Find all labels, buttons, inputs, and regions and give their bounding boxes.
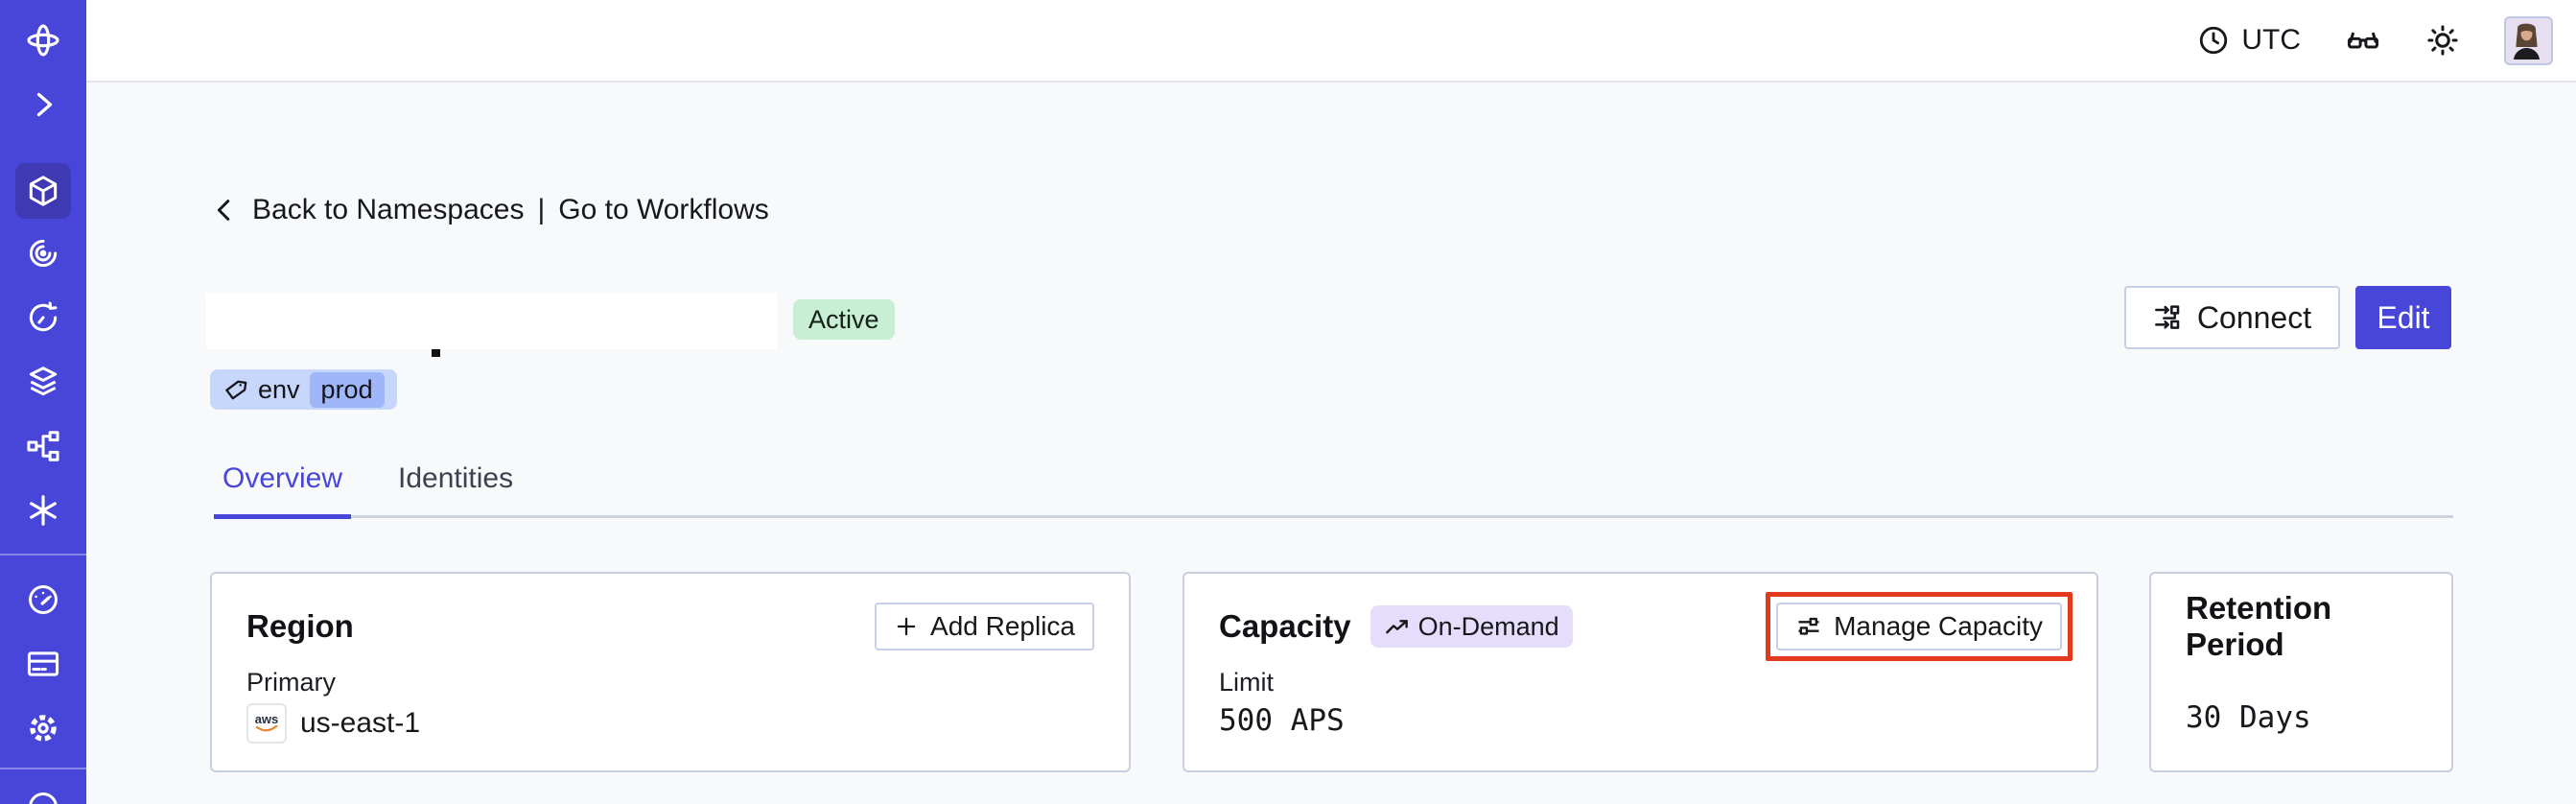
topbar: UTC <box>86 0 2576 83</box>
primary-label: Primary <box>246 668 336 697</box>
status-badge: Active <box>793 299 895 340</box>
retention-value: 30 Days <box>2186 700 2311 735</box>
sidebar-item-pipelines[interactable] <box>0 428 86 464</box>
sidebar <box>0 0 86 804</box>
tag-value: prod <box>309 371 385 408</box>
region-card: Region Add Replica Primary aws us-east-1 <box>210 572 1131 772</box>
back-to-namespaces-link[interactable]: Back to Namespaces <box>252 194 525 225</box>
region-card-title: Region <box>246 608 354 644</box>
add-replica-button[interactable]: Add Replica <box>875 603 1094 650</box>
redaction-artifact <box>432 349 440 357</box>
sidebar-divider <box>0 768 86 769</box>
sidebar-divider <box>0 554 86 556</box>
aws-logo: aws <box>246 703 287 744</box>
tab-identities[interactable]: Identities <box>398 462 514 494</box>
limit-label: Limit <box>1219 668 1275 697</box>
sidebar-item-nexus[interactable] <box>0 492 86 529</box>
red-highlight-annotation: Manage Capacity <box>1766 592 2073 661</box>
capacity-value: 500 APS <box>1219 703 1345 738</box>
sidebar-item-schedules[interactable] <box>0 299 86 336</box>
edit-button[interactable]: Edit <box>2355 286 2451 349</box>
capacity-card-title: Capacity <box>1219 608 1351 644</box>
namespace-tag-chip[interactable]: env prod <box>210 369 397 410</box>
expand-chevron-icon[interactable] <box>0 87 86 122</box>
sidebar-item-support[interactable] <box>0 789 86 804</box>
timezone-label: UTC <box>2241 24 2301 56</box>
redacted-namespace-title <box>206 294 777 349</box>
labs-glasses-icon[interactable] <box>2345 22 2381 59</box>
trending-up-icon <box>1384 614 1410 640</box>
ondemand-badge: On-Demand <box>1370 605 1573 648</box>
breadcrumb-divider: | <box>537 194 546 225</box>
sidebar-item-namespaces[interactable] <box>0 173 86 209</box>
manage-capacity-button[interactable]: Manage Capacity <box>1776 603 2062 650</box>
connect-icon <box>2153 302 2184 333</box>
plus-icon <box>894 614 919 639</box>
sidebar-item-settings[interactable] <box>0 710 86 746</box>
edit-label: Edit <box>2377 299 2430 335</box>
tab-overview[interactable]: Overview <box>214 462 352 519</box>
tab-bar: Overview Identities <box>214 462 2453 519</box>
connect-label: Connect <box>2196 299 2312 335</box>
manage-capacity-label: Manage Capacity <box>1834 611 2043 641</box>
sidebar-item-workflows[interactable] <box>0 235 86 272</box>
add-replica-label: Add Replica <box>930 611 1075 641</box>
sidebar-item-billing[interactable] <box>0 646 86 682</box>
timezone-selector[interactable]: UTC <box>2197 24 2301 57</box>
ondemand-label: On-Demand <box>1417 611 1559 641</box>
user-avatar[interactable] <box>2504 15 2553 65</box>
sidebar-item-deployments[interactable] <box>0 364 86 400</box>
retention-card-title: Retention Period <box>2186 590 2332 662</box>
theme-toggle-sun-icon[interactable] <box>2425 23 2460 58</box>
temporal-logo-icon[interactable] <box>0 21 86 59</box>
connect-button[interactable]: Connect <box>2124 286 2340 349</box>
tag-icon <box>222 377 248 403</box>
clock-icon <box>2197 24 2230 57</box>
aws-text: aws <box>255 712 279 726</box>
tag-key: env <box>258 374 300 404</box>
breadcrumb: Back to Namespaces | Go to Workflows <box>210 194 769 226</box>
sidebar-item-usage[interactable] <box>0 581 86 618</box>
capacity-card: Capacity On-Demand <box>1183 572 2098 772</box>
sliders-icon <box>1795 613 1822 640</box>
go-to-workflows-link[interactable]: Go to Workflows <box>558 194 769 225</box>
back-chevron-icon[interactable] <box>210 196 239 225</box>
retention-card: Retention Period 30 Days <box>2149 572 2453 772</box>
region-value: us-east-1 <box>300 707 421 739</box>
